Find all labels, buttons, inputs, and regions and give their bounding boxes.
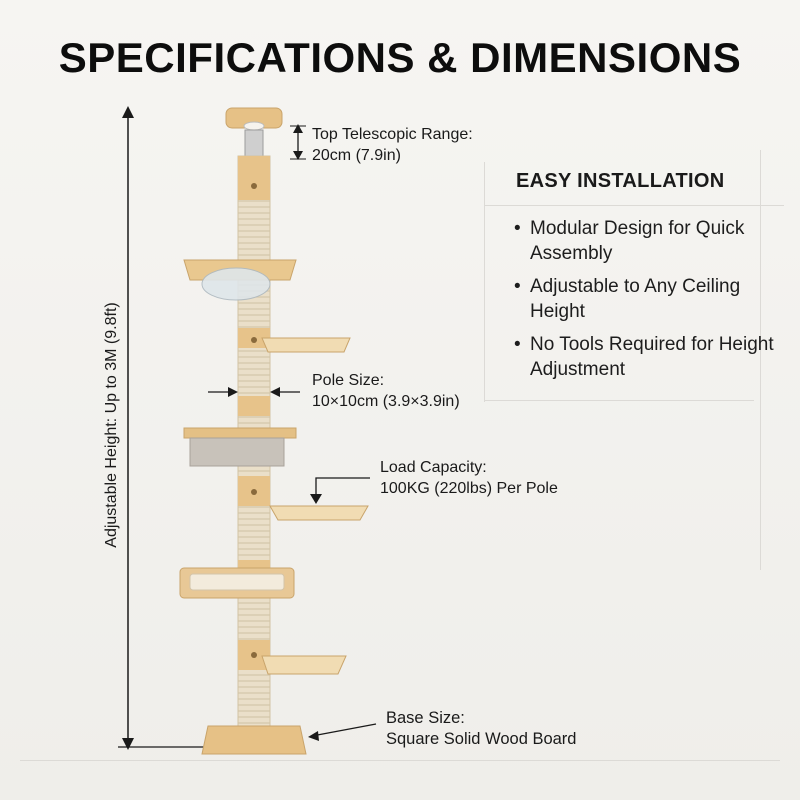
page-title: SPECIFICATIONS & DIMENSIONS (58, 34, 742, 81)
background-line (20, 760, 780, 761)
shelf (261, 337, 351, 353)
pole-size-spec: Pole Size: 10×10cm (3.9×3.9in) (312, 370, 460, 412)
platform-with-bowl (183, 259, 297, 301)
installation-title: EASY INSTALLATION (516, 170, 725, 192)
condo-box (183, 427, 297, 467)
shelf (269, 505, 369, 521)
bed-basket (179, 567, 295, 599)
telescopic-range-value: 20cm (7.9in) (312, 147, 401, 164)
pole-size-title: Pole Size: (312, 372, 385, 389)
shelf (261, 655, 347, 675)
top-ceiling-plate (225, 107, 283, 131)
base-size-title: Base Size: (386, 709, 465, 727)
height-dimension-line (118, 106, 206, 750)
pole-size-arrows (208, 387, 300, 397)
height-label: Adjustable Height: Up to 3M (9.8ft) (103, 302, 120, 548)
telescopic-rod (244, 129, 264, 157)
base-size-spec: Base Size: Square Solid Wood Board (386, 708, 576, 750)
load-capacity-arrow (310, 477, 370, 504)
load-capacity-title: Load Capacity: (380, 459, 487, 476)
load-capacity-value: 100KG (220lbs) Per Pole (380, 480, 558, 497)
base-size-value: Square Solid Wood Board (386, 730, 577, 748)
background-line (484, 205, 784, 206)
base-board (201, 725, 307, 755)
load-capacity-spec: Load Capacity: 100KG (220lbs) Per Pole (380, 457, 558, 499)
installation-item: No Tools Required for Height Adjustment (514, 332, 774, 382)
base-arrow (308, 723, 377, 741)
telescopic-range-spec: Top Telescopic Range: 20cm (7.9in) (312, 124, 473, 166)
pole-size-value: 10×10cm (3.9×3.9in) (312, 393, 460, 410)
installation-item: Adjustable to Any Ceiling Height (514, 274, 774, 324)
installation-item: Modular Design for Quick Assembly (514, 216, 774, 266)
telescopic-range-title: Top Telescopic Range: (312, 126, 473, 143)
background-line (484, 400, 754, 401)
telescopic-range-indicator (290, 124, 306, 160)
installation-list: Modular Design for Quick Assembly Adjust… (514, 216, 774, 390)
background-line (484, 162, 485, 402)
